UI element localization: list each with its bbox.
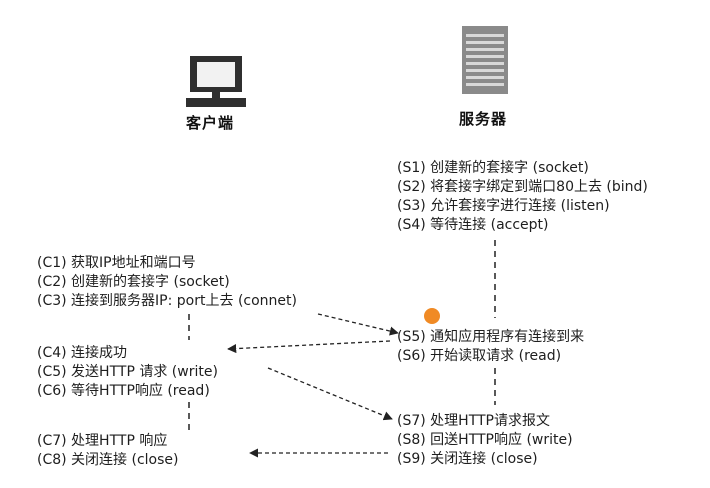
step-s3: (S3) 允许套接字进行连接 (listen) xyxy=(397,198,610,214)
arrow-request xyxy=(267,367,393,421)
step-s6: (S6) 开始读取请求 (read) xyxy=(397,348,562,364)
arrow-connect xyxy=(317,313,399,336)
client-steps-setup: (C1) 获取IP地址和端口号 (C2) 创建新的套接字 (socket) (C… xyxy=(37,254,297,311)
step-c6: (C6) 等待HTTP响应 (read) xyxy=(37,383,210,399)
step-c5: (C5) 发送HTTP 请求 (write) xyxy=(37,364,218,380)
server-title: 服务器 xyxy=(459,110,508,128)
server-node: 服务器 xyxy=(450,20,530,130)
step-s9: (S9) 关闭连接 (close) xyxy=(397,451,538,467)
arrow-accept xyxy=(227,340,391,354)
step-c1: (C1) 获取IP地址和端口号 xyxy=(37,255,196,271)
server-tower-icon xyxy=(462,26,508,94)
client-steps-finish: (C7) 处理HTTP 响应 (C8) 关闭连接 (close) xyxy=(37,432,179,470)
step-c7: (C7) 处理HTTP 响应 xyxy=(37,433,168,449)
step-c2: (C2) 创建新的套接字 (socket) xyxy=(37,274,230,290)
step-s8: (S8) 回送HTTP响应 (write) xyxy=(397,432,573,448)
step-s7: (S7) 处理HTTP请求报文 xyxy=(397,413,550,429)
server-steps-connect: (S5) 通知应用程序有连接到来 (S6) 开始读取请求 (read) xyxy=(397,328,584,366)
cursor-highlight-icon xyxy=(424,308,440,324)
step-s1: (S1) 创建新的套接字 (socket) xyxy=(397,160,589,176)
step-c8: (C8) 关闭连接 (close) xyxy=(37,452,179,468)
client-node: 客户端 xyxy=(178,52,258,132)
step-c3: (C3) 连接到服务器IP: port上去 (connet) xyxy=(37,293,297,309)
computer-monitor-icon xyxy=(186,56,246,107)
client-steps-request: (C4) 连接成功 (C5) 发送HTTP 请求 (write) (C6) 等待… xyxy=(37,344,218,401)
client-title: 客户端 xyxy=(186,114,235,132)
step-s5: (S5) 通知应用程序有连接到来 xyxy=(397,329,585,345)
step-c4: (C4) 连接成功 xyxy=(37,345,128,361)
step-s2: (S2) 将套接字绑定到端口80上去 (bind) xyxy=(397,179,648,195)
server-steps-response: (S7) 处理HTTP请求报文 (S8) 回送HTTP响应 (write) (S… xyxy=(397,412,573,469)
step-s4: (S4) 等待连接 (accept) xyxy=(397,217,549,233)
server-steps-setup: (S1) 创建新的套接字 (socket) (S2) 将套接字绑定到端口80上去… xyxy=(397,159,648,235)
